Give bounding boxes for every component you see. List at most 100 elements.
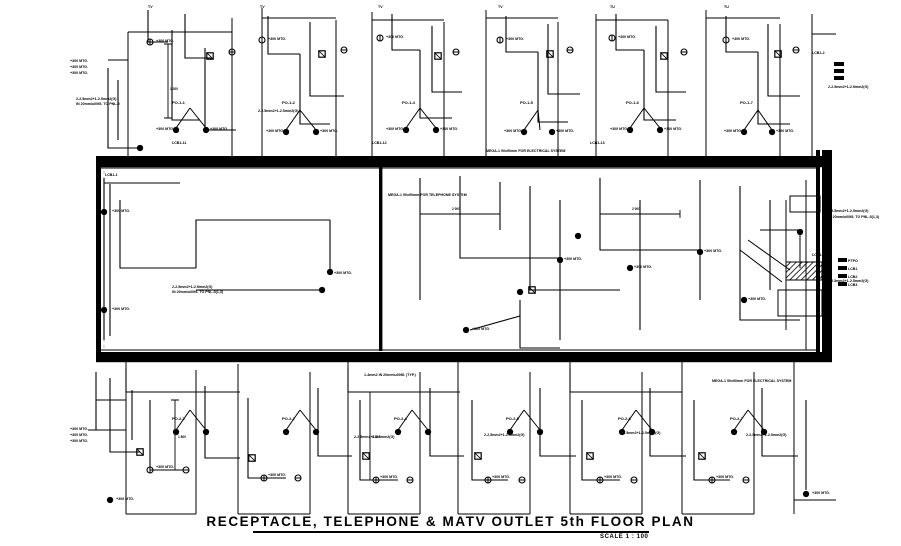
- svg-text:PO-2-6: PO-2-6: [618, 416, 632, 421]
- svg-text:+300 MTG.: +300 MTG.: [70, 439, 88, 443]
- svg-text:TV: TV: [260, 5, 265, 9]
- svg-text:LCB1-1: LCB1-1: [105, 173, 118, 177]
- svg-text:LCB1-3: LCB1-3: [812, 253, 825, 257]
- svg-text:+300 MTG.: +300 MTG.: [716, 475, 734, 479]
- svg-text:+300 MTG.: +300 MTG.: [506, 37, 524, 41]
- svg-text:+300 MTG.: +300 MTG.: [386, 127, 404, 131]
- svg-text:+300 MTG.: +300 MTG.: [156, 39, 174, 43]
- svg-text:+300 MTG.: +300 MTG.: [386, 35, 404, 39]
- svg-text:+300 MTG.: +300 MTG.: [116, 497, 134, 501]
- annotation-text: +300 MTG. +300 MTG. +300 MTG. +300 MTG. …: [70, 5, 880, 501]
- svg-text:1-4mm2 IN 20mm\u00f8. (TYP.): 1-4mm2 IN 20mm\u00f8. (TYP.): [364, 373, 417, 377]
- svg-text:IN 20mm\u00f8. TO PNL-5: IN 20mm\u00f8. TO PNL-5: [76, 102, 120, 106]
- svg-text:+300 MTG.: +300 MTG.: [564, 257, 582, 261]
- svg-text:2-2.5mm2+1-2.5mm2(G): 2-2.5mm2+1-2.5mm2(G): [266, 357, 307, 361]
- svg-text:PO-1-4: PO-1-4: [402, 100, 416, 105]
- svg-text:+300 MTG.: +300 MTG.: [724, 129, 742, 133]
- svg-text:TV: TV: [378, 5, 383, 9]
- svg-text:+300 MTG.: +300 MTG.: [634, 265, 652, 269]
- svg-text:+300 MTG.: +300 MTG.: [70, 433, 88, 437]
- svg-text:PO-2-7: PO-2-7: [730, 416, 744, 421]
- svg-text:+300 MTG.: +300 MTG.: [704, 249, 722, 253]
- svg-text:2-2.5mm2+1-2.5mm2(G): 2-2.5mm2+1-2.5mm2(G): [828, 85, 869, 89]
- svg-text:2-2.5mm2+1-2.5mm2(G): 2-2.5mm2+1-2.5mm2(G): [828, 209, 869, 213]
- svg-text:2-2.5mm2+1-2.5mm2(G): 2-2.5mm2+1-2.5mm2(G): [76, 97, 117, 101]
- bottom-rooms: [88, 362, 836, 515]
- svg-text:+300 MTG.: +300 MTG.: [320, 129, 338, 133]
- svg-text:2-2.5mm2+1-2.5mm2(G): 2-2.5mm2+1-2.5mm2(G): [258, 109, 299, 113]
- svg-text:+300 MTG.: +300 MTG.: [268, 473, 286, 477]
- svg-text:1 200: 1 200: [170, 87, 178, 91]
- svg-text:2-2.5mm2+1-2.5mm2(G): 2-2.5mm2+1-2.5mm2(G): [172, 285, 213, 289]
- svg-text:LCB1-2: LCB1-2: [812, 51, 825, 55]
- svg-text:2-2.5mm2+1-2.5mm2(G): 2-2.5mm2+1-2.5mm2(G): [828, 279, 869, 283]
- svg-text:PO-2-5: PO-2-5: [506, 416, 520, 421]
- svg-text:+300 MTG.: +300 MTG.: [748, 297, 766, 301]
- svg-text:PO-2-4: PO-2-4: [394, 416, 408, 421]
- svg-text:+300 MTG.: +300 MTG.: [112, 307, 130, 311]
- svg-text:MEGA-1 90x90mm FOR ELECTRICAL: MEGA-1 90x90mm FOR ELECTRICAL SYSTEM: [712, 379, 791, 383]
- svg-text:+300 MTG.: +300 MTG.: [156, 465, 174, 469]
- svg-text:+300 MTG.: +300 MTG.: [70, 59, 88, 63]
- svg-text:+300 MTG.: +300 MTG.: [70, 65, 88, 69]
- svg-text:IN 20mm\u00f8. TO PNL-5(1,3): IN 20mm\u00f8. TO PNL-5(1,3): [828, 215, 880, 219]
- top-branch-links: [175, 107, 773, 131]
- svg-text:LCB1-12: LCB1-12: [372, 141, 387, 145]
- svg-text:2 000: 2 000: [632, 207, 640, 211]
- svg-text:+300 MTG.: +300 MTG.: [334, 271, 352, 275]
- svg-text:PO-1-7: PO-1-7: [740, 100, 754, 105]
- svg-text:+300 MTG.: +300 MTG.: [732, 37, 750, 41]
- svg-text:+300 MTG.: +300 MTG.: [472, 327, 490, 331]
- building-shell: [96, 150, 832, 363]
- drawing-scale: SCALE 1 : 100: [600, 534, 649, 540]
- svg-text:2-2.5mm2+1-2.5mm2(G): 2-2.5mm2+1-2.5mm2(G): [620, 431, 661, 435]
- electrical-riser-core: [739, 62, 847, 350]
- dimension-lines: [164, 43, 681, 481]
- svg-text:+300 MTG.: +300 MTG.: [776, 129, 794, 133]
- svg-text:1 500: 1 500: [372, 435, 380, 439]
- svg-text:TU: TU: [610, 5, 615, 9]
- svg-text:LCB3: LCB3: [848, 283, 857, 287]
- svg-text:+300 MTG.: +300 MTG.: [664, 127, 682, 131]
- svg-text:MEGA-1 90x90mm FOR ELECTRICAL: MEGA-1 90x90mm FOR ELECTRICAL SYSTEM: [486, 149, 565, 153]
- svg-text:+300 MTG.: +300 MTG.: [812, 491, 830, 495]
- top-rooms: [108, 8, 836, 156]
- svg-text:+300 MTG.: +300 MTG.: [210, 127, 228, 131]
- svg-text:+300 MTG.: +300 MTG.: [112, 209, 130, 213]
- svg-text:LCB2: LCB2: [848, 275, 857, 279]
- svg-text:+300 MTG.: +300 MTG.: [440, 127, 458, 131]
- title-underline: [252, 531, 649, 533]
- svg-text:+300 MTG.: +300 MTG.: [266, 129, 284, 133]
- svg-text:PTPO: PTPO: [848, 259, 858, 263]
- bottom-branch-links: [175, 409, 765, 431]
- svg-text:2-2.5mm2+1-2.5mm2(G): 2-2.5mm2+1-2.5mm2(G): [354, 435, 395, 439]
- svg-text:+300 MTG.: +300 MTG.: [618, 35, 636, 39]
- top-circuits: [107, 10, 800, 149]
- corridor-wiring: [103, 176, 800, 349]
- svg-text:TU: TU: [724, 5, 729, 9]
- svg-text:+300 MTG.: +300 MTG.: [556, 129, 574, 133]
- svg-text:+300 MTG.: +300 MTG.: [156, 127, 174, 131]
- svg-text:MEGA-1 90x90mm FOR TELEPHONE S: MEGA-1 90x90mm FOR TELEPHONE SYSTEM: [388, 193, 467, 197]
- svg-text:PO-2-2: PO-2-2: [282, 416, 296, 421]
- svg-text:LCB1-13: LCB1-13: [590, 141, 605, 145]
- svg-text:TV: TV: [148, 5, 153, 9]
- svg-text:PO-1-5: PO-1-5: [520, 100, 534, 105]
- svg-text:+300 MTG.: +300 MTG.: [604, 475, 622, 479]
- svg-text:+300 MTG.: +300 MTG.: [70, 71, 88, 75]
- svg-text:PO-1-1: PO-1-1: [172, 100, 186, 105]
- svg-text:2-2.5mm2+1-2.5mm2(G): 2-2.5mm2+1-2.5mm2(G): [484, 433, 525, 437]
- svg-text:+300 MTG.: +300 MTG.: [504, 129, 522, 133]
- svg-text:PO-1-6: PO-1-6: [626, 100, 640, 105]
- bottom-circuits: [95, 368, 807, 490]
- svg-text:1 800: 1 800: [178, 435, 186, 439]
- svg-text:TV: TV: [498, 5, 503, 9]
- svg-text:+300 MTG.: +300 MTG.: [268, 37, 286, 41]
- page-title: RECEPTACLE, TELEPHONE & MATV OUTLET 5th …: [206, 514, 695, 529]
- svg-text:+300 MTG.: +300 MTG.: [492, 475, 510, 479]
- svg-text:+300 MTG.: +300 MTG.: [610, 127, 628, 131]
- svg-text:IN 20mm\u00f8. TO PNL-5(1,3): IN 20mm\u00f8. TO PNL-5(1,3): [172, 290, 224, 294]
- drawing-title-block: RECEPTACLE, TELEPHONE & MATV OUTLET 5th …: [0, 514, 901, 540]
